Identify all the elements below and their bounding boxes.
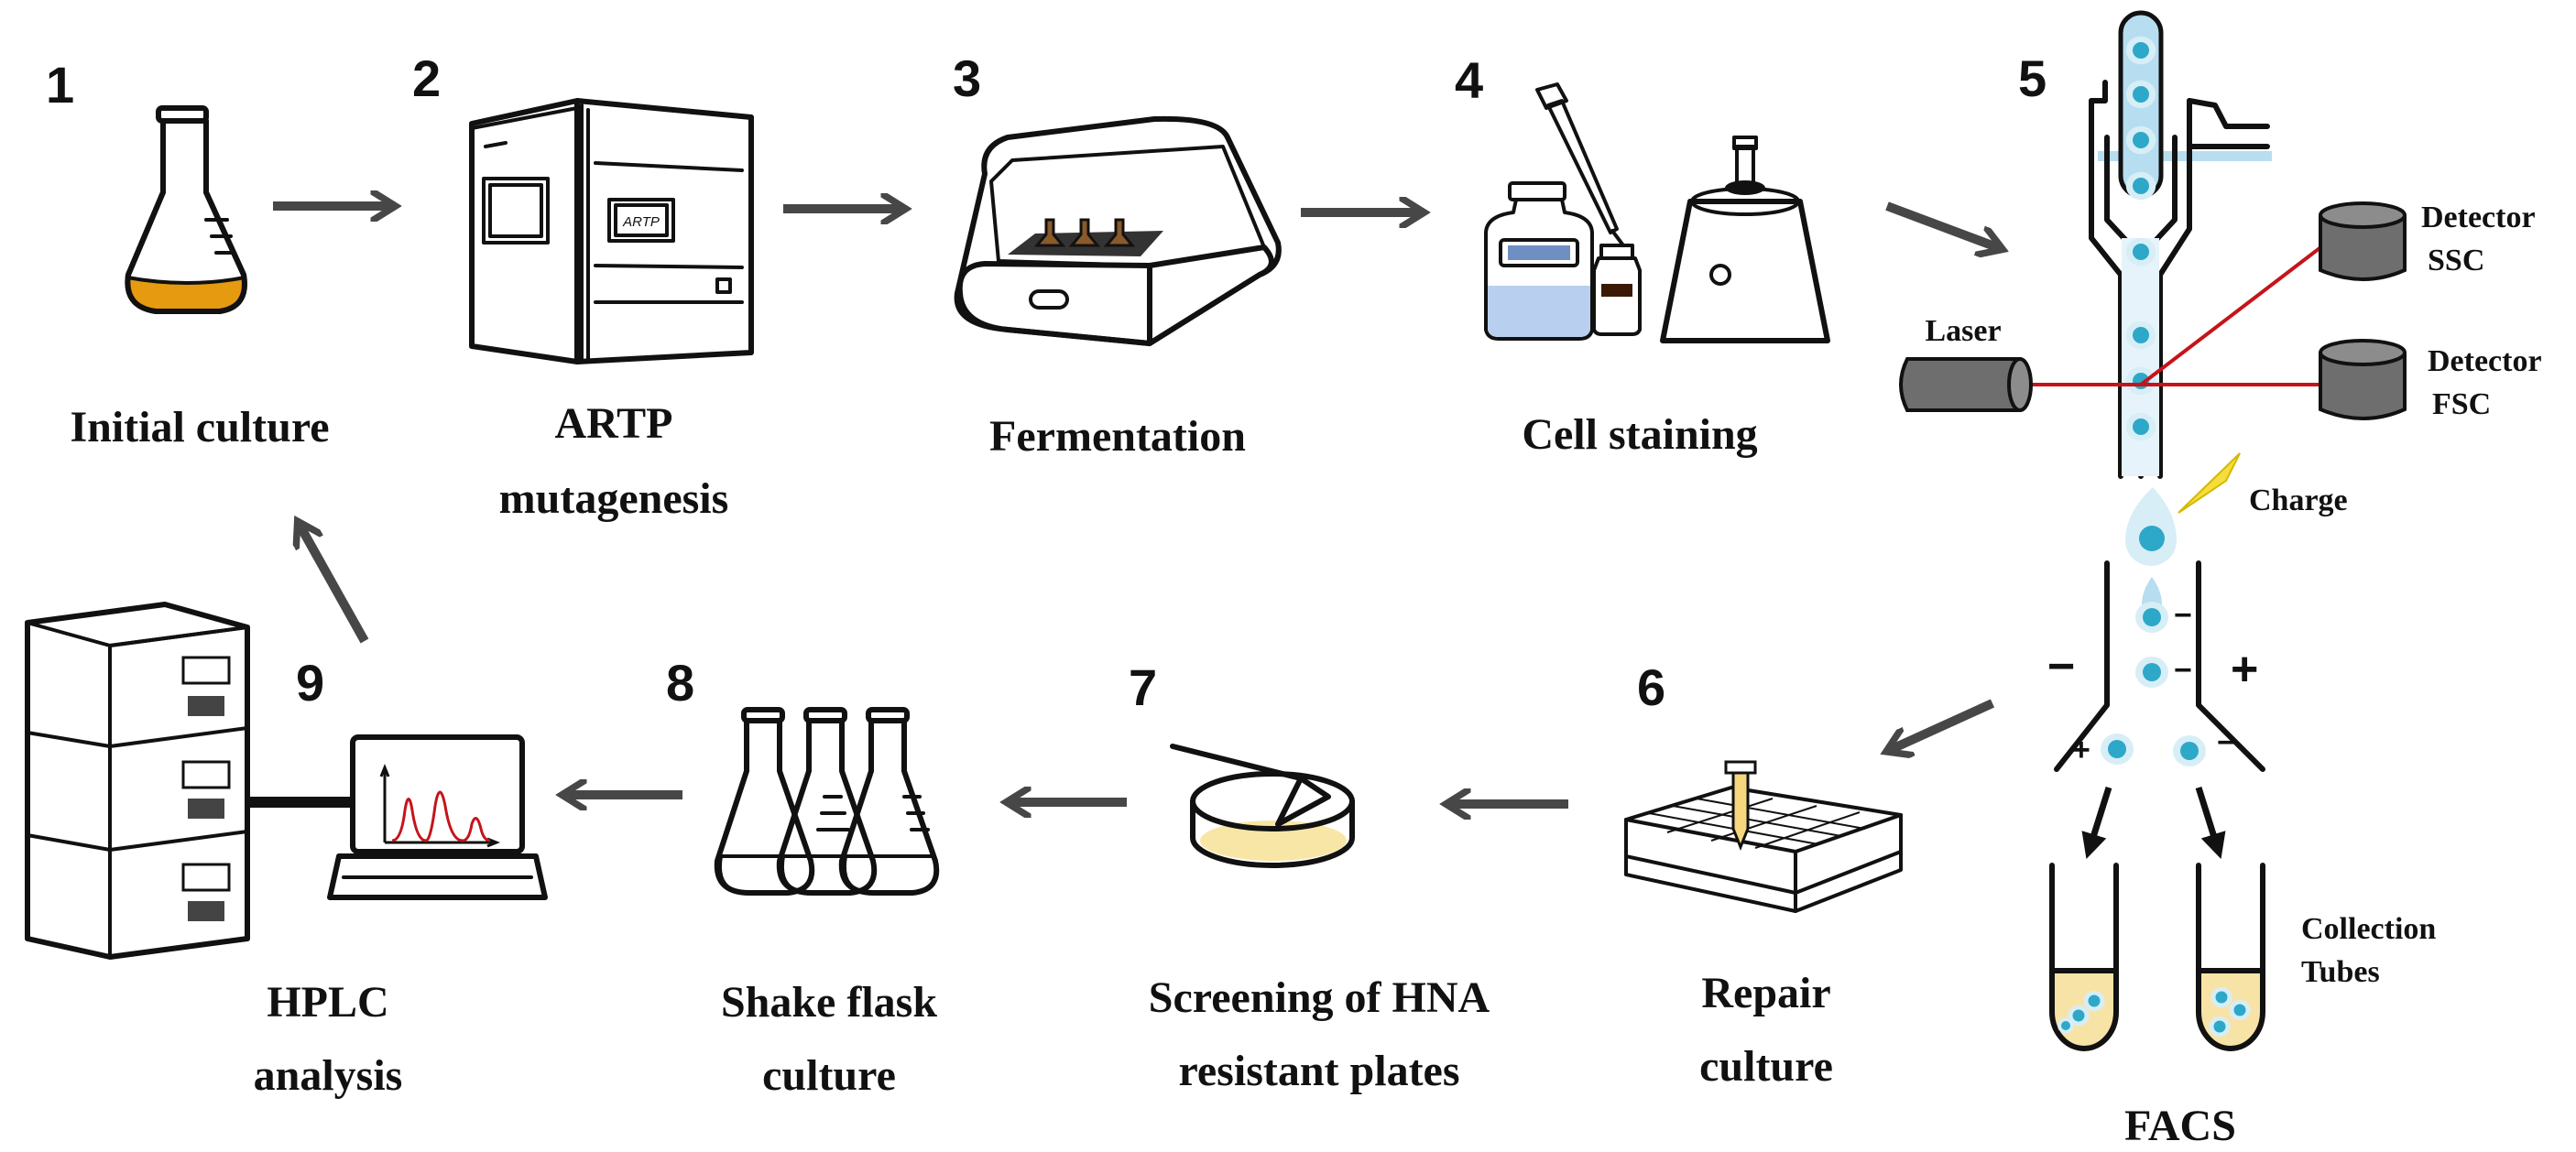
vortex-mixer-icon (1660, 136, 1830, 343)
detector-ssc-icon (2319, 201, 2407, 281)
detector-fsc-icon (2319, 339, 2407, 420)
arrow-9-to-1 (300, 527, 369, 644)
hplc-cable (246, 797, 351, 808)
step-6-number: 6 (1637, 658, 1665, 716)
droplet-charge-minus-3: − (2217, 725, 2235, 760)
sorted-droplets (2101, 577, 2206, 766)
step-6-label-line1: Repair (1701, 969, 1830, 1017)
amber-bottle-icon (1592, 244, 1642, 336)
step-4-number: 4 (1455, 51, 1483, 109)
erlenmeyer-flask-icon (125, 105, 247, 314)
deep-well-plate-icon (1624, 760, 1903, 913)
arrow-4-to-5 (1885, 201, 1997, 247)
shaking-incubator-icon (954, 115, 1282, 346)
step-3-label: Fermentation (989, 412, 1246, 461)
laser-beam-lines (2026, 241, 2329, 386)
pipette-icon (1535, 82, 1625, 247)
staining-reagent-bottle-icon (1484, 181, 1594, 341)
collection-tube-right-icon (2196, 863, 2265, 1051)
shake-flasks-icon (714, 707, 940, 896)
detector-ssc-label-line2: SSC (2428, 244, 2484, 277)
laser-source-icon (1899, 357, 2033, 412)
step-5-number: 5 (2018, 49, 2047, 107)
detector-ssc-label-line1: Detector (2421, 201, 2536, 234)
step-1-number: 1 (46, 56, 74, 114)
artp-badge-text: ARTP (622, 214, 660, 230)
detector-fsc-label-line1: Detector (2428, 344, 2542, 378)
sort-arrow-right (2195, 786, 2226, 860)
step-9-label-line2: analysis (254, 1051, 403, 1100)
plate-minus-sign: − (2047, 640, 2075, 693)
detector-fsc-label-line2: FSC (2432, 387, 2491, 421)
step-7-number: 7 (1129, 658, 1157, 716)
laptop-chromatogram-icon (327, 734, 548, 900)
artp-machine-icon: ARTP (469, 98, 754, 364)
step-9-label-line1: HPLC (267, 978, 388, 1027)
sort-arrow-left (2081, 786, 2112, 860)
arrow-5-to-6 (1892, 699, 1995, 749)
step-7-label-line1: Screening of HNA (1149, 973, 1490, 1022)
step-3-number: 3 (953, 49, 981, 107)
charge-droplet-icon (2125, 452, 2241, 566)
step-8-label-line2: culture (762, 1051, 896, 1100)
laser-label: Laser (1925, 314, 2001, 348)
collection-tubes-label-line2: Tubes (2301, 955, 2380, 989)
step-2-label-line2: mutagenesis (499, 474, 729, 523)
step-9-number: 9 (296, 654, 324, 712)
droplet-charge-minus-2: − (2174, 653, 2192, 688)
step-4-label: Cell staining (1522, 410, 1757, 459)
step-8-label-line1: Shake flask (721, 978, 937, 1027)
deflection-plates (2054, 560, 2265, 772)
droplet-charge-plus: + (2072, 733, 2090, 767)
step-6-label-line2: culture (1699, 1042, 1833, 1091)
step-1-label: Initial culture (70, 403, 329, 451)
step-5-label: FACS (2124, 1102, 2236, 1150)
facs-flow-cell (2089, 10, 2272, 479)
charge-label: Charge (2249, 484, 2348, 517)
droplet-charge-minus-1: − (2174, 598, 2192, 633)
hplc-instrument-icon (25, 602, 250, 960)
step-2-label-line1: ARTP (555, 399, 673, 448)
plate-plus-sign: + (2231, 643, 2258, 696)
collection-tubes-label-line1: Collection (2301, 912, 2436, 946)
step-7-label-line2: resistant plates (1178, 1047, 1459, 1095)
step-8-number: 8 (666, 654, 694, 712)
collection-tube-left-icon (2049, 863, 2119, 1051)
step-2-number: 2 (412, 49, 441, 107)
petri-plate-icon (1170, 744, 1355, 868)
